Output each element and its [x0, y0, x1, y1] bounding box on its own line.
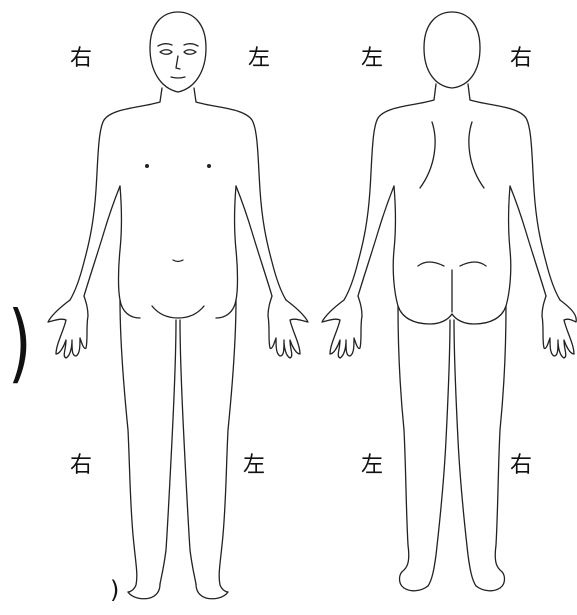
back-left-label-bottom: 左: [361, 455, 383, 477]
front-neck-shoulders: [70, 88, 162, 300]
front-groin: [152, 306, 204, 318]
front-brow-r: [184, 44, 198, 46]
front-foot-l: [196, 584, 228, 599]
back-shoulder-blade-l: [420, 122, 435, 188]
back-leg-inner-r: [454, 320, 476, 586]
front-leg-inner-l: [180, 320, 196, 584]
front-neck-shoulders-r: [194, 88, 286, 300]
back-foot-l: [404, 586, 428, 591]
back-head-outline: [424, 12, 480, 88]
large-parenthesis-mark: ): [8, 300, 31, 386]
back-neck-shoulders-r: [468, 84, 560, 300]
front-leg-outer-r: [120, 300, 137, 592]
back-leg-outer-r: [495, 306, 506, 588]
back-figure: [322, 12, 576, 591]
front-left-eye: [160, 50, 172, 55]
back-neck-shoulders: [344, 84, 436, 300]
front-brow-l: [158, 44, 172, 46]
front-right-label-top: 右: [70, 48, 92, 70]
back-leg-outer-l: [398, 306, 409, 588]
front-hand-right: [48, 296, 88, 358]
back-leg-inner-l: [428, 320, 450, 586]
back-right-label-bottom: 右: [510, 455, 532, 477]
front-navel: [173, 260, 183, 262]
back-dimple-l: [418, 262, 444, 266]
back-left-label-top: 左: [361, 48, 383, 70]
front-figure: [48, 12, 308, 599]
front-left-label-top: 左: [248, 48, 270, 70]
back-hand-left: [322, 296, 362, 358]
front-hand-left: [268, 296, 308, 358]
front-left-label-bottom: 左: [243, 455, 265, 477]
front-right-label-bottom: 右: [70, 455, 92, 477]
front-head-outline: [150, 12, 206, 92]
front-nipple-l: [207, 164, 211, 168]
front-right-eye: [184, 50, 196, 55]
front-leg-outer-l: [219, 300, 236, 592]
front-foot-r: [128, 584, 160, 599]
front-mouth: [171, 77, 185, 78]
front-nipple-r: [145, 164, 149, 168]
back-hand-right: [542, 296, 576, 358]
front-nose: [176, 56, 180, 69]
back-right-label-top: 右: [510, 48, 532, 70]
back-shoulder-blade-r: [469, 122, 484, 188]
small-parenthesis-mark: ): [110, 578, 119, 602]
back-torso-l: [393, 186, 452, 324]
back-dimple-r: [460, 262, 486, 266]
front-leg-inner-r: [160, 320, 176, 584]
back-torso-r: [452, 186, 511, 324]
front-torso-l: [216, 186, 238, 318]
front-torso-r: [119, 186, 141, 318]
back-foot-r: [476, 586, 500, 591]
